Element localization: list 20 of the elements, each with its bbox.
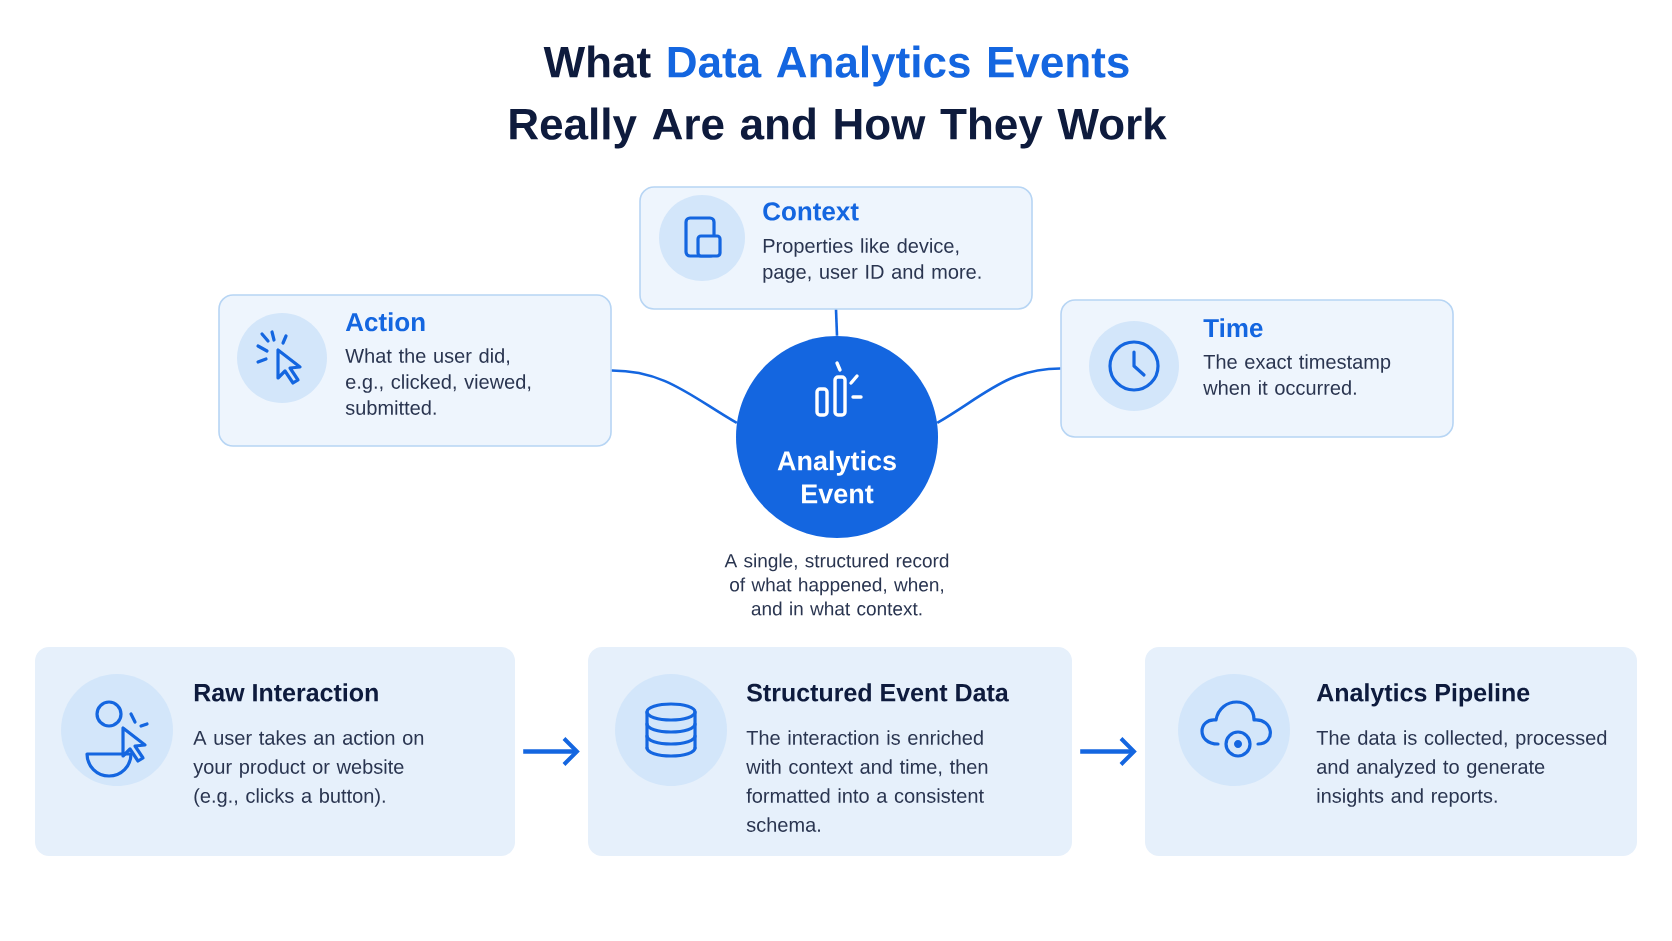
card-heading: Analytics Pipeline	[1316, 683, 1530, 707]
card-heading: Time	[1203, 318, 1263, 338]
card-heading: Raw Interaction	[194, 683, 378, 702]
connector-line	[834, 309, 839, 336]
connector-line	[936, 367, 1061, 425]
card	[35, 647, 515, 856]
card-description: A user takes an action on your product or website (e.g., clicks a button).	[193, 730, 424, 807]
card-description: What the user did, e.g., clicked, viewed, submitted.	[345, 348, 531, 415]
card-heading: Action	[345, 312, 425, 332]
connector-line	[611, 369, 738, 425]
title: What Data Analytics Events Really Are and How They Work	[510, 45, 1167, 149]
card-description: The data is collected, processed and analyzed to generate insights and reports.	[1316, 730, 1607, 807]
node-label: A single, structured record of what happened, when, and in what context.	[724, 553, 949, 616]
card-heading: Structured Event Data	[746, 683, 1009, 702]
card-description: The exact timestamp when it occurred.	[1203, 354, 1391, 395]
card-description: The interaction is enriched with context and time, then formatted into a consistent schema.	[746, 730, 988, 832]
card	[1145, 647, 1637, 856]
card	[588, 647, 1072, 856]
card-heading: Context	[763, 202, 859, 221]
card-description: Properties like device, page, user ID and more.	[763, 238, 981, 283]
